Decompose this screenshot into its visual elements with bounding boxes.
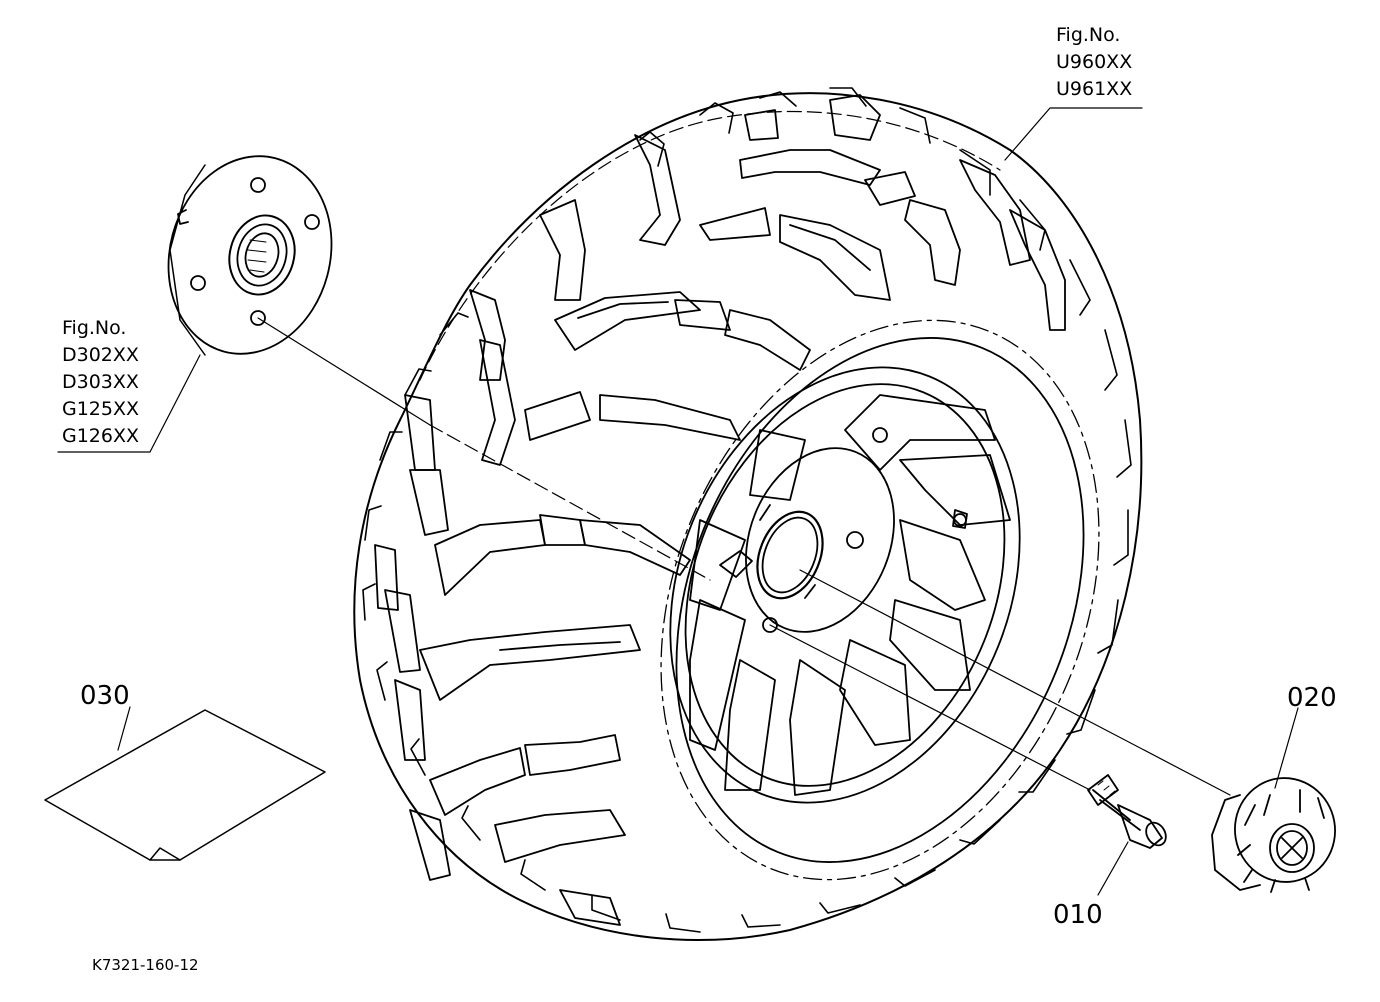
part-number-030: 030 xyxy=(80,681,130,711)
leader-lines xyxy=(57,107,1299,896)
hub-bore xyxy=(756,510,824,600)
hub-bolt-hole xyxy=(250,177,266,193)
wheel-fig-title: Fig.No. xyxy=(1056,24,1121,46)
decal-sheet xyxy=(44,709,326,861)
hub-bearing xyxy=(228,214,296,296)
hub-fig-code: D302XX xyxy=(62,344,139,366)
rim-spokes xyxy=(689,394,1011,796)
part-number-010: 010 xyxy=(1053,900,1103,930)
stud-hole xyxy=(846,531,864,549)
wheel-hub xyxy=(167,155,333,356)
wheel-fig-label: Fig.No. U960XX U961XX xyxy=(1056,22,1132,103)
wheel-fig-code: U961XX xyxy=(1056,78,1133,100)
tread-lugs xyxy=(374,94,1066,926)
hub-fig-label: Fig.No. D302XX D303XX G125XX G126XX xyxy=(62,315,139,450)
tire-sidewall xyxy=(660,319,1100,881)
lug-bolt xyxy=(1087,774,1167,849)
tire-outline xyxy=(353,92,1143,941)
hub-fig-code: D303XX xyxy=(62,371,139,393)
hub-flange xyxy=(167,155,333,355)
rim-center-disc xyxy=(745,447,895,633)
wheel-fig-code: U960XX xyxy=(1056,51,1133,73)
hub-fig-title: Fig.No. xyxy=(62,317,127,339)
rim xyxy=(669,366,1021,804)
hub-fig-code: G125XX xyxy=(62,398,140,420)
hub-fig-code: G126XX xyxy=(62,425,140,447)
cap-face xyxy=(1234,777,1336,883)
tire-shoulder xyxy=(419,110,1001,381)
tire xyxy=(353,87,1143,941)
rim-flange xyxy=(684,383,1006,787)
part-number-020: 020 xyxy=(1287,683,1337,713)
drawing-code: K7321-160-12 xyxy=(92,956,199,974)
hub-cap xyxy=(1211,777,1336,893)
rim-outer xyxy=(669,366,1021,804)
